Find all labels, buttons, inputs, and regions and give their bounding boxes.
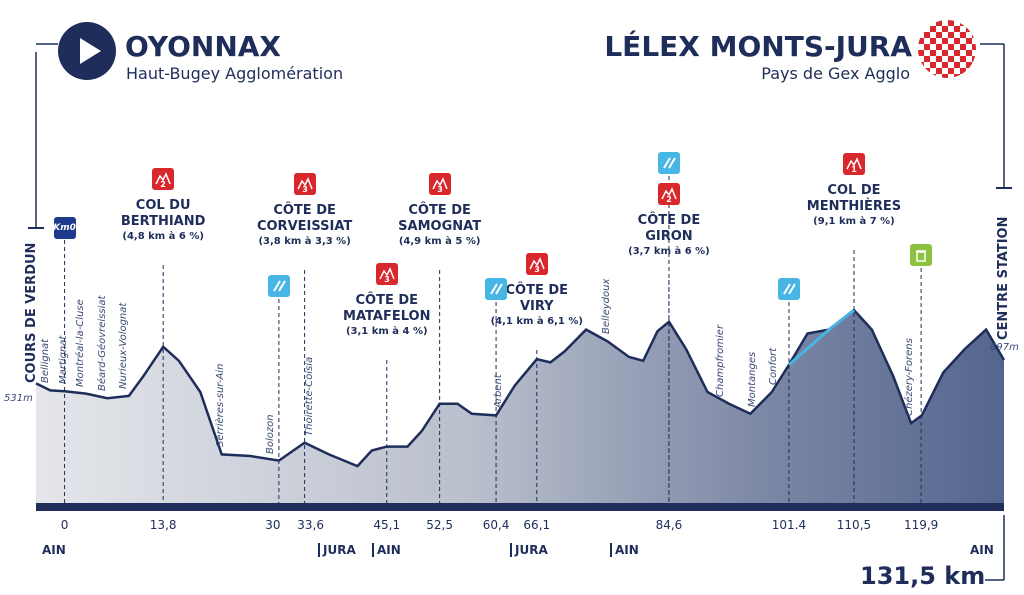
climb-name-2: SAMOGNAT bbox=[398, 219, 482, 234]
km-marker: 13,8 bbox=[149, 518, 177, 532]
place-label: Montréal-la-Cluse bbox=[75, 298, 87, 387]
climb-info: (3,1 km à 4 %) bbox=[345, 326, 428, 337]
total-distance: 131,5 km bbox=[860, 562, 986, 590]
climb-name-1: CÔTE DE bbox=[637, 213, 701, 228]
baseline-band bbox=[36, 503, 1004, 511]
place-label: Arbent bbox=[493, 374, 505, 409]
km-marker: 45,1 bbox=[373, 518, 401, 532]
climb-name-1: CÔTE DE bbox=[273, 203, 336, 218]
climb-name-2: VIRY bbox=[519, 299, 554, 314]
climb-info: (9,1 km à 7 %) bbox=[813, 216, 895, 227]
highlighted-segment bbox=[787, 308, 855, 366]
finish-altitude: 897m bbox=[990, 342, 1019, 353]
place-label: Bellignat bbox=[39, 339, 51, 384]
kom-cat-2-icon: 2 bbox=[657, 183, 680, 205]
climb-name-2: MENTHIÈRES bbox=[806, 199, 902, 214]
km-marker: 119,9 bbox=[903, 518, 939, 532]
finish-town: LÉLEX MONTS-JURA bbox=[604, 30, 912, 63]
svg-text:3: 3 bbox=[534, 265, 540, 273]
climb-info: (3,8 km à 3,3 %) bbox=[258, 236, 351, 247]
climb-name-1: CÔTE DE bbox=[355, 293, 419, 308]
climb-info: (4,1 km à 6,1 %) bbox=[490, 316, 583, 327]
finish-location: CENTRE STATION bbox=[996, 216, 1011, 341]
start-town: OYONNAX bbox=[125, 30, 282, 63]
sprint-icon bbox=[485, 278, 508, 300]
sprint-icon bbox=[267, 275, 290, 297]
kom-cat-3-icon: 3 bbox=[293, 173, 316, 195]
place-label: Thoirette-Coisia bbox=[304, 356, 316, 436]
climb-name-2: CORVEISSIAT bbox=[256, 219, 353, 234]
finish-sponsor: Pays de Gex Agglo bbox=[761, 64, 910, 83]
region-label: AIN bbox=[970, 543, 994, 557]
km-marker: 66,1 bbox=[523, 518, 551, 532]
place-label: Nurieux-Volognat bbox=[118, 302, 130, 389]
climb-info: (4,9 km à 5 %) bbox=[398, 236, 481, 247]
kom-cat-1-icon: 1 bbox=[842, 153, 865, 175]
km-marker: 101.4 bbox=[771, 518, 807, 532]
place-label: Chézery-Forens bbox=[904, 338, 916, 417]
place-label: Bolozon bbox=[264, 414, 276, 454]
region-label: AIN bbox=[42, 543, 66, 557]
climb-name-2: BERTHIAND bbox=[120, 214, 206, 229]
feed-zone-icon bbox=[910, 244, 933, 266]
svg-text:3: 3 bbox=[384, 275, 390, 283]
region-label: AIN bbox=[372, 543, 401, 557]
km-marker: 60,4 bbox=[482, 518, 510, 532]
start-sponsor: Haut-Bugey Agglomération bbox=[126, 64, 344, 83]
kom-cat-3-icon: 3 bbox=[375, 263, 398, 285]
sprint-icon bbox=[777, 278, 800, 300]
place-label: Confort bbox=[768, 347, 780, 385]
start-location: COURS DE VERDUN bbox=[24, 242, 39, 383]
km-marker: 84,6 bbox=[655, 518, 683, 532]
place-label: Belleydoux bbox=[600, 278, 612, 335]
svg-text:3: 3 bbox=[302, 185, 308, 193]
climb-name-1: CÔTE DE bbox=[408, 203, 471, 218]
km-marker: 33,6 bbox=[297, 518, 324, 532]
km0-badge: Km0 bbox=[53, 217, 76, 239]
start-altitude: 531m bbox=[4, 393, 33, 404]
kom-cat-3-icon: 3 bbox=[525, 253, 548, 275]
climb-name-1: COL DE bbox=[827, 183, 881, 198]
start-icon bbox=[58, 22, 116, 80]
km-marker: 110,5 bbox=[836, 518, 872, 532]
svg-text:2: 2 bbox=[666, 195, 672, 203]
kom-cat-2-icon: 2 bbox=[152, 168, 175, 190]
place-label: Montanges bbox=[746, 351, 758, 407]
svg-text:1: 1 bbox=[851, 165, 857, 173]
place-label: Béard-Géovreissiat bbox=[96, 295, 108, 392]
sprint-icon bbox=[657, 152, 680, 174]
place-label: Martignat bbox=[57, 335, 69, 385]
climb-name-2: MATAFELON bbox=[343, 309, 431, 324]
place-label: Serrières-sur-Ain bbox=[214, 363, 226, 448]
km-marker: 30 bbox=[265, 518, 281, 532]
km-marker: 52,5 bbox=[426, 518, 453, 532]
finish-flag-icon bbox=[918, 20, 976, 78]
profile-area bbox=[36, 310, 1004, 503]
kom-cat-3-icon: 3 bbox=[428, 173, 451, 195]
place-label: Champfromier bbox=[714, 324, 726, 397]
climb-name-1: CÔTE DE bbox=[505, 283, 569, 298]
region-label: JURA bbox=[318, 543, 356, 557]
region-label: JURA bbox=[510, 543, 548, 557]
region-label: AIN bbox=[610, 543, 639, 557]
km-marker: 0 bbox=[60, 518, 69, 532]
climb-name-1: COL DU bbox=[135, 198, 191, 213]
svg-text:3: 3 bbox=[437, 185, 443, 193]
climb-name-2: GIRON bbox=[645, 229, 693, 244]
climb-info: (4,8 km à 6 %) bbox=[122, 231, 204, 242]
climb-info: (3,7 km à 6 %) bbox=[628, 246, 710, 257]
svg-text:2: 2 bbox=[160, 180, 166, 188]
